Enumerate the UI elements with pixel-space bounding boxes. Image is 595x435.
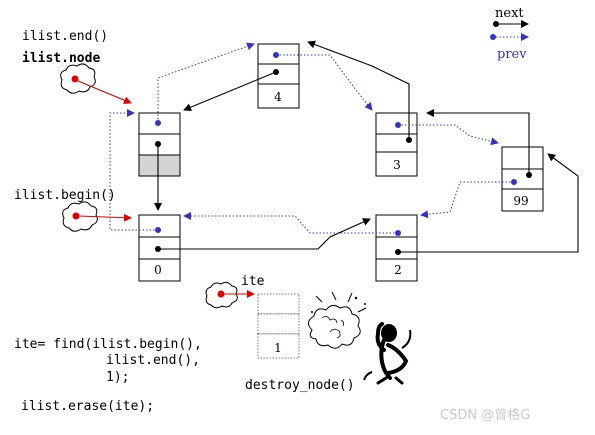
next-link-4-to-end: [183, 71, 277, 112]
code-line-3: 1);: [106, 370, 129, 385]
node-3-value: 3: [393, 158, 401, 172]
legend: next prev: [490, 6, 529, 62]
node-3: 3: [375, 112, 418, 177]
node-1-value: 1: [274, 341, 282, 355]
explosion-cloud-icon: [308, 291, 367, 349]
code-line-2: ilist.end(),: [106, 353, 200, 368]
node-2: 2: [375, 214, 418, 282]
prev-link-99-to-2: [420, 181, 514, 219]
legend-prev-dot: [490, 34, 496, 40]
legend-prev-label: prev: [497, 47, 527, 62]
next-link-3-to-4: [307, 40, 410, 140]
next-link-99-to-3: [426, 109, 530, 175]
erased-node-1: 1: [257, 293, 300, 359]
prev-link-2-to-0: [183, 212, 398, 234]
legend-next-label: next: [495, 6, 524, 21]
end-call-label: ilist.end(): [22, 29, 108, 44]
node-0-value: 0: [154, 263, 162, 277]
begin-iterator-arrow: [78, 213, 132, 222]
node-99: 99: [501, 146, 544, 212]
ite-iterator-cloud: [205, 281, 238, 309]
node-iterator-cloud: [60, 63, 96, 94]
begin-iterator-cloud: [62, 201, 98, 232]
prev-link-3-to-99: [398, 124, 499, 146]
next-link-0-to-2: [158, 218, 371, 250]
node-iterator-arrow: [77, 80, 132, 105]
node-2-value: 2: [394, 263, 402, 277]
code-line-4: ilist.erase(ite);: [21, 399, 154, 414]
node-4-value: 4: [274, 90, 282, 104]
prev-link-end-to-4: [157, 42, 255, 123]
ite-label: ite: [241, 274, 265, 289]
node-99-value: 99: [513, 194, 528, 208]
end-node: [138, 112, 181, 177]
begin-call-label: ilist.begin(): [14, 188, 116, 203]
destroy-node-label: destroy_node(): [245, 378, 355, 393]
code-line-1: ite= find(ilist.begin(),: [14, 337, 202, 352]
node-4: 4: [257, 43, 300, 109]
next-link-2-to-99: [398, 153, 579, 253]
node-0: 0: [138, 214, 181, 282]
node-label: ilist.node: [22, 51, 100, 66]
prev-link-0-to-end: [109, 109, 158, 231]
frightened-figure-icon: [363, 322, 412, 385]
legend-next-dot: [493, 21, 499, 27]
watermark: CSDN @曾格G: [440, 407, 530, 423]
